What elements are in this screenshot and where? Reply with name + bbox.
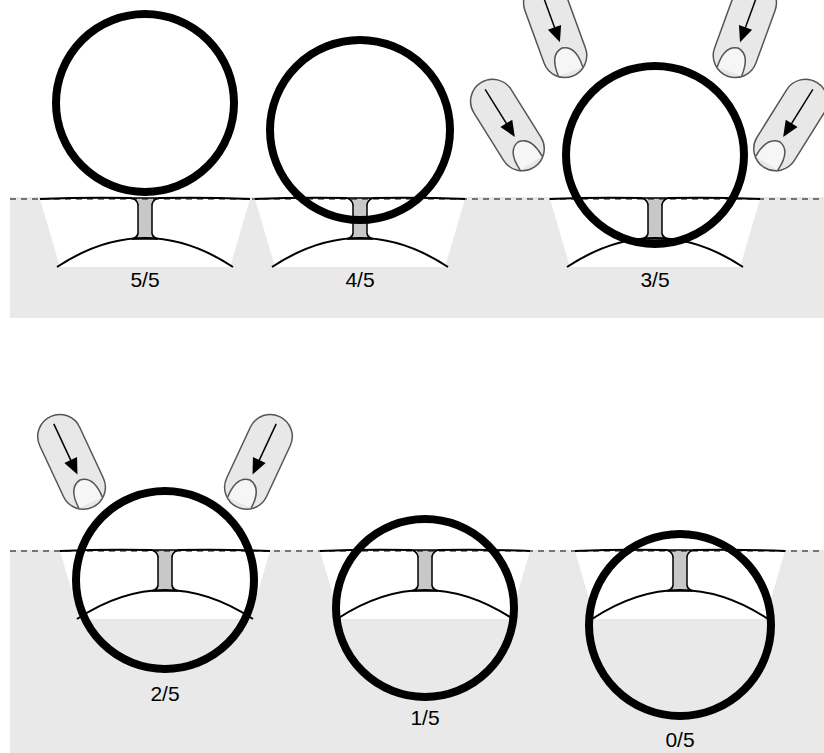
grade-label: 3/5: [640, 269, 669, 290]
grade-label: 4/5: [345, 269, 374, 290]
grade-label: 0/5: [665, 729, 694, 750]
grade-label: 1/5: [410, 707, 439, 728]
grade-label: 5/5: [130, 269, 159, 290]
grade-label: 2/5: [150, 683, 179, 704]
